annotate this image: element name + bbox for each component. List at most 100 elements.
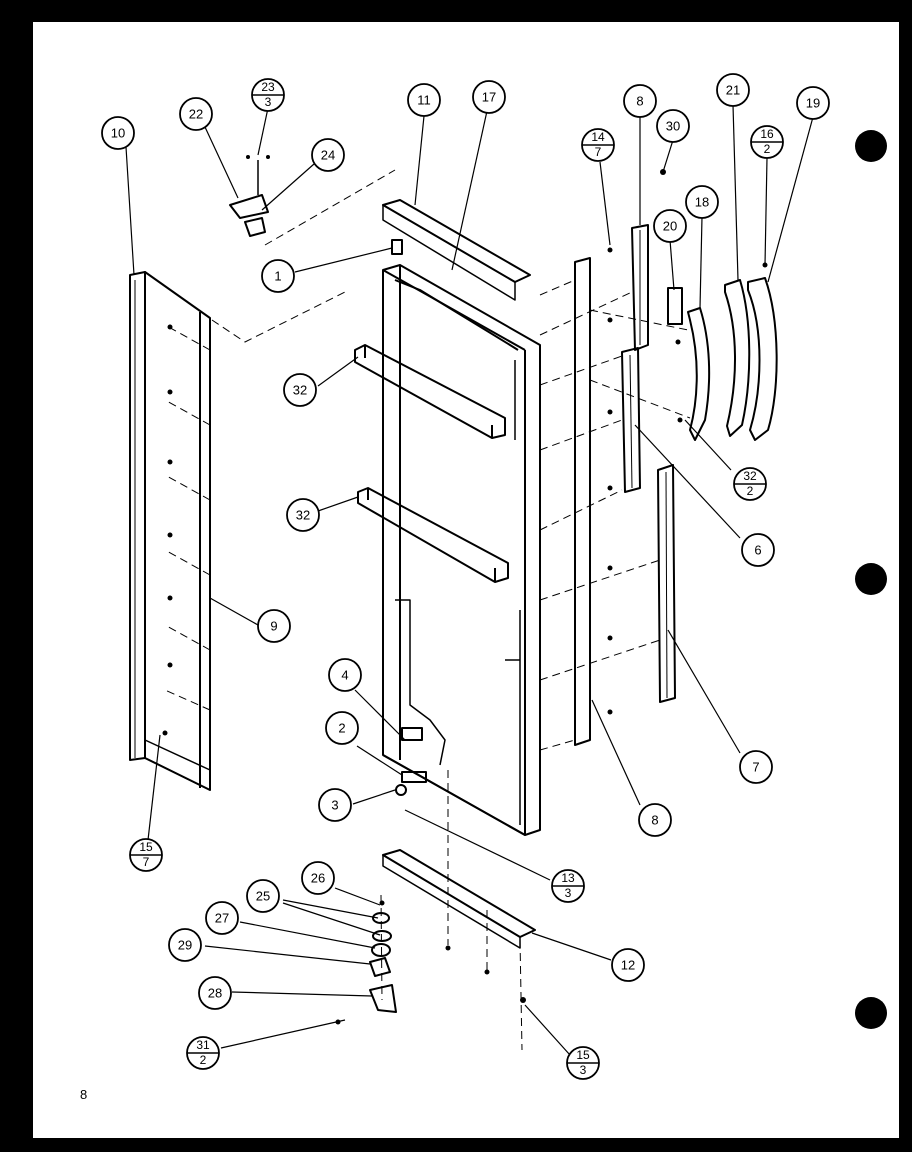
callout-label: 7 [752,759,759,774]
part-bottom-cap [382,849,536,949]
callout-3: 3 [318,788,352,822]
callout-label: 11 [417,92,431,107]
part-block-20 [667,287,683,325]
callout-label: 17 [482,89,496,104]
callout-27: 27 [205,901,239,935]
fraction-callout-32-2: 322 [733,467,767,501]
callout-circle [739,750,773,784]
fraction-top: 15 [576,1048,590,1062]
part-strip-6 [621,347,641,493]
callout-19: 19 [796,86,830,120]
callout-circle [261,259,295,293]
callout-8: 8 [623,84,657,118]
callout-label: 27 [215,910,229,925]
binder-hole-middle [855,563,887,595]
callout-label: 21 [726,82,740,97]
fraction-callout-31-2: 312 [186,1036,220,1070]
part-strip-8-upper [631,224,649,351]
fraction-top: 15 [139,840,153,854]
part-fastener-1 [391,239,403,255]
callout-circle [283,373,317,407]
callout-label: 19 [806,95,820,110]
callout-6: 6 [741,533,775,567]
callout-24: 24 [311,138,345,172]
fraction-bottom: 2 [764,142,771,156]
part-bracket-4 [401,727,423,741]
fraction-top: 23 [261,80,275,94]
part-hinge-bottom [369,912,397,1013]
fraction-bottom: 2 [747,484,754,498]
callout-circle [257,609,291,643]
fraction-bottom: 7 [143,855,150,869]
fraction-callout-23-3: 233 [251,78,285,112]
callout-8: 8 [638,803,672,837]
callout-circle [328,658,362,692]
callout-label: 8 [636,93,643,108]
fraction-bottom: 3 [265,95,272,109]
fraction-top: 14 [591,130,605,144]
binder-hole-bottom [855,997,887,1029]
callout-1: 1 [261,259,295,293]
callout-28: 28 [198,976,232,1010]
part-top-cap [382,199,531,301]
callout-30: 30 [656,109,690,143]
callout-circle [796,86,830,120]
page-number: 8 [80,1087,88,1102]
part-handle-18 [687,307,711,441]
callout-32: 32 [286,498,320,532]
callout-label: 8 [651,812,658,827]
fraction-callout-15-3: 153 [566,1046,600,1080]
part-door-panel-left [129,271,211,791]
part-screw-3 [395,784,407,796]
callout-label: 32 [293,382,307,397]
fraction-bottom: 3 [565,886,572,900]
part-shelf-bar-upper [354,344,506,439]
part-bracket-2 [401,771,427,783]
callout-circle [205,901,239,935]
callout-circle [325,711,359,745]
callout-21: 21 [716,73,750,107]
callout-2: 2 [325,711,359,745]
callout-circle [301,861,335,895]
callout-circle [311,138,345,172]
callout-label: 10 [111,125,125,140]
callout-label: 28 [208,985,222,1000]
callout-circle [179,97,213,131]
fraction-callout-15-7: 157 [129,838,163,872]
callout-circle [318,788,352,822]
callout-10: 10 [101,116,135,150]
part-handle-19 [747,277,778,441]
callout-circle [741,533,775,567]
binder-hole-top [855,130,887,162]
fastener-dots [162,155,768,1025]
callout-label: 9 [270,618,277,633]
fraction-bottom: 7 [595,145,602,159]
callout-29: 29 [168,928,202,962]
callout-label: 30 [666,118,680,133]
callout-circle [656,109,690,143]
fraction-top: 32 [743,469,757,483]
callout-4: 4 [328,658,362,692]
callout-label: 4 [341,667,348,682]
callout-32: 32 [283,373,317,407]
callout-circle [638,803,672,837]
fraction-callout-13-3: 133 [551,869,585,903]
callout-label: 20 [663,218,677,233]
callout-circle [685,185,719,219]
callout-20: 20 [653,209,687,243]
callout-label: 3 [331,797,338,812]
fraction-bottom: 3 [580,1063,587,1077]
callout-label: 2 [338,720,345,735]
callout-label: 32 [296,507,310,522]
callout-label: 18 [695,194,709,209]
callout-18: 18 [685,185,719,219]
part-strip-7 [657,464,676,703]
callout-9: 9 [257,609,291,643]
callout-label: 22 [189,106,203,121]
part-right-trim-strip [574,257,591,746]
callout-7: 7 [739,750,773,784]
part-door-liner [382,264,541,836]
callout-label: 25 [256,888,270,903]
